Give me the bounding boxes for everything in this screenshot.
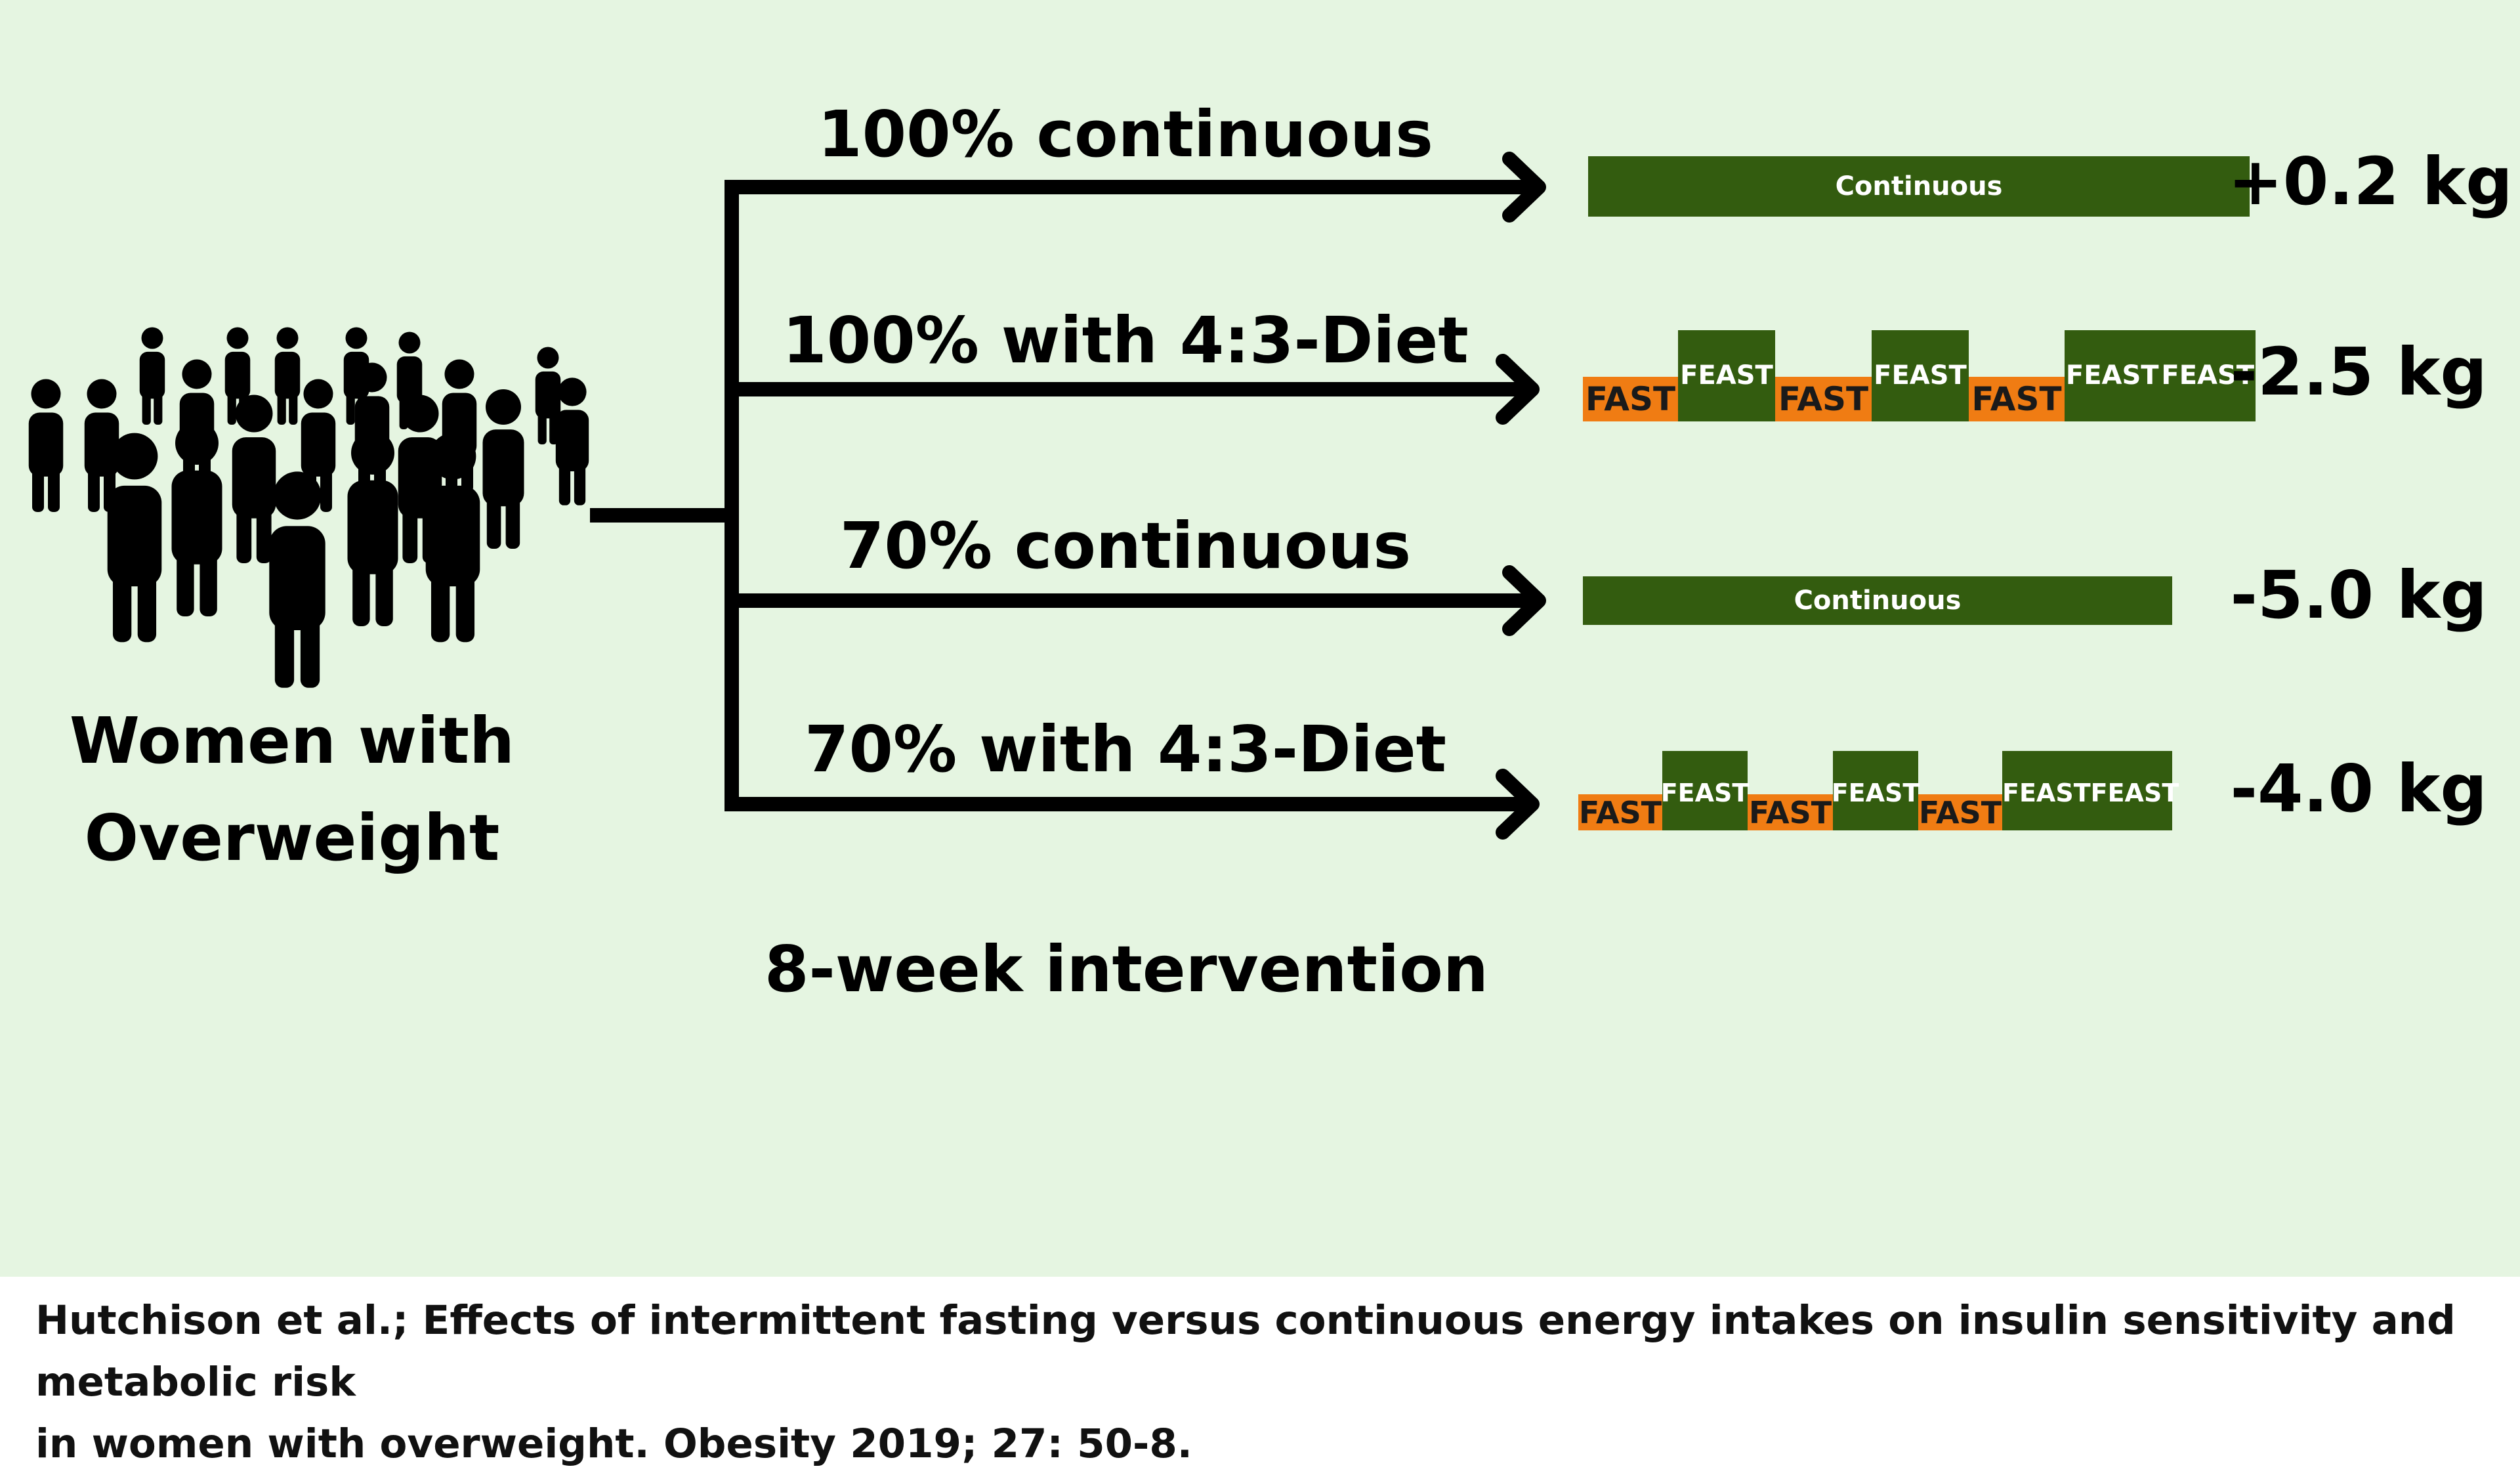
group-label-line-2: Overweight [84,801,500,875]
group-label: Women with Overweight [26,693,558,887]
group-label-line-1: Women with [69,704,515,778]
crowd-of-people-icon [28,327,589,688]
citation-footer [0,1277,2520,1418]
arm-4-result: -4.0 kg [2230,750,2487,827]
feast-block: FEAST [1832,751,1920,830]
feast-block: FEAST [1661,751,1749,830]
arm-3-label: 70% continuous [839,509,1412,583]
arm-3-result: -5.0 kg [2230,557,2487,633]
branch-connectors [590,152,1546,840]
arm-3-continuous-bar: Continuous [1583,576,2172,625]
feast-block-label: FEAST [2002,779,2091,807]
intervention-duration: 8-week intervention [765,932,1488,1006]
feast-block: FEAST [1872,330,1969,421]
fast-block: FAST [1918,794,2002,830]
feast-feast-block: FEAST FEAST [2002,751,2179,830]
citation-line-1: Hutchison et al.; Effects of intermitten… [35,1297,2456,1405]
arm-1-label: 100% continuous [818,97,1433,171]
fast-block: FAST [1583,377,1678,421]
feast-block-label: FEAST [2090,779,2179,807]
arm-4-label: 70% with 4:3-Diet [805,712,1446,786]
citation: Hutchison et al.; Effects of intermitten… [35,1290,2490,1475]
feast-block-label: FEAST [2161,360,2255,391]
fast-block: FAST [1969,377,2065,421]
arm-1-continuous-bar: Continuous [1588,156,2250,217]
feast-block: FEAST [1678,330,1775,421]
arrowhead-icon [1502,152,1546,223]
fast-block: FAST [1578,794,1662,830]
fast-block: FAST [1775,377,1872,421]
arm-2-label: 100% with 4:3-Diet [782,303,1469,377]
feast-feast-block: FEAST FEAST [2065,330,2256,421]
arrowhead-icon [1496,354,1540,425]
feast-block-label: FEAST [2065,360,2159,391]
arrowhead-icon [1496,769,1540,840]
arm-2-result: -2.5 kg [2230,333,2487,410]
fast-block: FAST [1748,794,1833,830]
arm-1-result: +0.2 kg [2228,143,2513,220]
citation-line-2: in women with overweight. Obesity 2019; … [35,1421,1192,1467]
arrowhead-icon [1502,565,1546,636]
